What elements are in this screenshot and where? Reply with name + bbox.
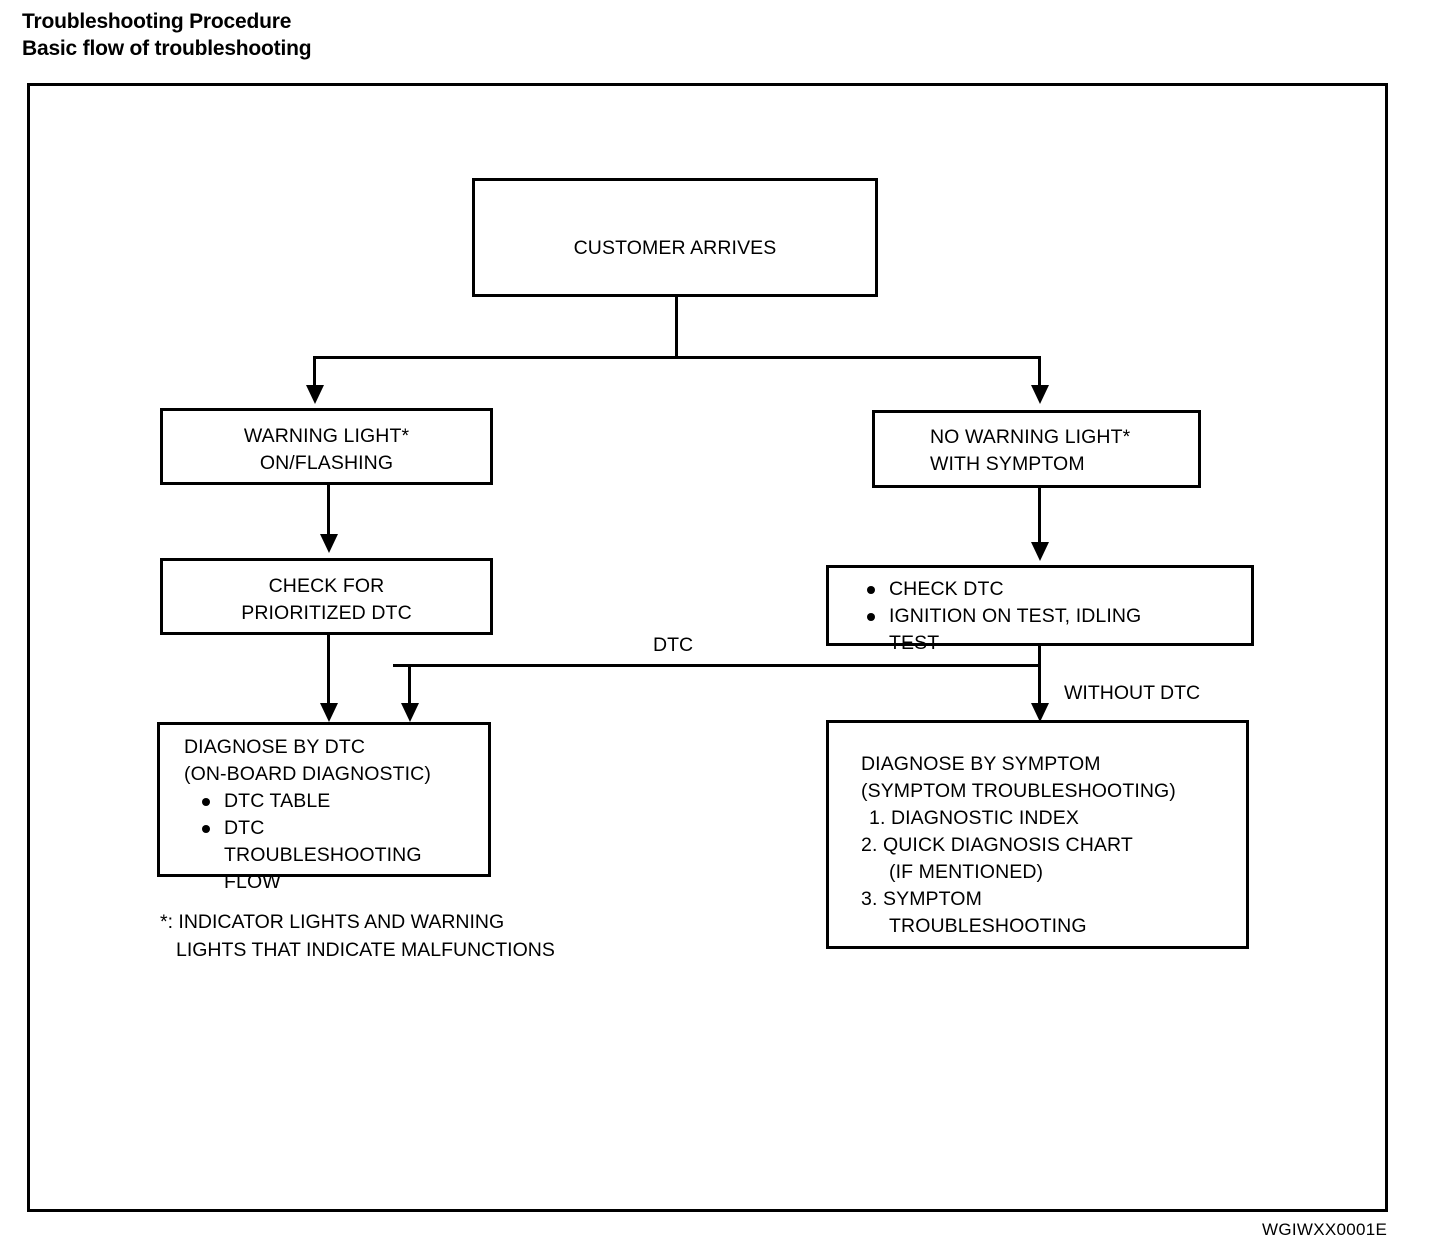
node-diagnose-by-symptom: DIAGNOSE BY SYMPTOM (SYMPTOM TROUBLESHOO…	[826, 720, 1249, 949]
page-title: Troubleshooting Procedure Basic flow of …	[22, 8, 312, 62]
list-item: IGNITION ON TEST, IDLING TEST	[867, 603, 1141, 657]
check-dtc-bullet-2: IGNITION ON TEST, IDLING	[889, 605, 1142, 627]
footnote: *: INDICATOR LIGHTS AND WARNING LIGHTS T…	[160, 908, 555, 964]
diagnose-by-symptom-item-1: 1. DIAGNOSTIC INDEX	[869, 807, 1079, 829]
arrow-to-check-prioritized-dtc	[320, 534, 338, 553]
diagnose-by-symptom-item-3-sub: TROUBLESHOOTING	[889, 915, 1087, 937]
diagnose-by-dtc-continuation-2: FLOW	[224, 871, 281, 893]
footnote-line2: LIGHTS THAT INDICATE MALFUNCTIONS	[176, 939, 555, 961]
connector-bus-to-warning-light	[313, 356, 316, 386]
connector-bus-to-no-warning-light	[1038, 356, 1041, 386]
arrow-to-diagnose-by-dtc-left	[320, 703, 338, 722]
arrow-to-no-warning-light	[1031, 385, 1049, 404]
connector-split-bus	[313, 356, 1041, 359]
part-code: WGIWXX0001E	[1262, 1220, 1388, 1239]
node-customer-arrives-label: CUSTOMER ARRIVES	[573, 237, 777, 259]
connector-checkdtc-down-trunk	[1038, 646, 1041, 715]
check-dtc-bullet-2-continuation: TEST	[889, 632, 940, 654]
check-dtc-bullet-list: CHECK DTC IGNITION ON TEST, IDLING TEST	[867, 576, 1141, 657]
node-check-prioritized-dtc-line1: CHECK FOR	[268, 575, 385, 597]
node-no-warning-light-line1: NO WARNING LIGHT*	[930, 426, 1131, 448]
diagnose-by-dtc-bullet-2: DTC	[224, 817, 265, 839]
connector-customer-to-bus	[675, 296, 678, 358]
bullet-icon	[867, 613, 875, 621]
check-dtc-bullet-1: CHECK DTC	[889, 578, 1004, 600]
diagnose-by-dtc-bullet-list: DTC TABLE DTC TROUBLESHOOTING FLOW	[202, 788, 431, 896]
node-check-prioritized-dtc: CHECK FOR PRIORITIZED DTC	[160, 558, 493, 635]
diagram-frame	[27, 83, 1388, 1212]
node-warning-light-line2: ON/FLASHING	[259, 452, 394, 474]
node-diagnose-by-dtc: DIAGNOSE BY DTC (ON-BOARD DIAGNOSTIC) DT…	[157, 722, 491, 893]
list-item: DTC TABLE	[202, 788, 431, 815]
diagnose-by-dtc-title: DIAGNOSE BY DTC	[184, 736, 366, 758]
connector-nowarning-to-checkdtc	[1038, 488, 1041, 543]
connector-dtc-drop-left	[408, 664, 411, 707]
arrow-to-check-dtc-tests	[1031, 542, 1049, 561]
node-check-prioritized-dtc-line2: PRIORITIZED DTC	[241, 602, 412, 624]
page-title-line1: Troubleshooting Procedure	[22, 10, 292, 33]
node-no-warning-light-line2: WITH SYMPTOM	[930, 453, 1085, 475]
diagnose-by-symptom-subtitle: (SYMPTOM TROUBLESHOOTING)	[861, 780, 1176, 802]
connector-dtc-horizontal	[393, 664, 1041, 667]
connector-checkdtc-to-diagnose	[327, 635, 330, 707]
list-item: DTC TROUBLESHOOTING FLOW	[202, 815, 431, 896]
diagnose-by-symptom-item-3: 3. SYMPTOM	[861, 888, 982, 910]
diagnose-by-dtc-bullet-1: DTC TABLE	[224, 790, 331, 812]
node-warning-light: WARNING LIGHT* ON/FLASHING	[160, 408, 493, 485]
connector-warning-to-check	[327, 485, 330, 535]
node-no-warning-light: NO WARNING LIGHT* WITH SYMPTOM	[872, 410, 1201, 488]
arrow-to-diagnose-by-symptom	[1031, 703, 1049, 722]
node-check-dtc-tests: CHECK DTC IGNITION ON TEST, IDLING TEST	[826, 565, 1254, 654]
bullet-icon	[867, 586, 875, 594]
page-title-line2: Basic flow of troubleshooting	[22, 37, 312, 60]
bullet-icon	[202, 825, 210, 833]
footnote-line1: *: INDICATOR LIGHTS AND WARNING	[160, 911, 505, 933]
arrow-to-diagnose-by-dtc-right	[401, 703, 419, 722]
node-customer-arrives: CUSTOMER ARRIVES	[472, 178, 878, 297]
bullet-icon	[202, 798, 210, 806]
edge-label-without-dtc: WITHOUT DTC	[1064, 682, 1201, 704]
diagnose-by-dtc-continuation-1: TROUBLESHOOTING	[224, 844, 422, 866]
diagnose-by-symptom-title: DIAGNOSE BY SYMPTOM	[861, 753, 1101, 775]
node-warning-light-line1: WARNING LIGHT*	[243, 425, 410, 447]
list-item: CHECK DTC	[867, 576, 1141, 603]
diagnose-by-dtc-subtitle: (ON-BOARD DIAGNOSTIC)	[184, 763, 431, 785]
arrow-to-warning-light	[306, 385, 324, 404]
edge-label-dtc: DTC	[653, 634, 694, 656]
diagnose-by-symptom-item-2: 2. QUICK DIAGNOSIS CHART	[861, 834, 1133, 856]
diagnose-by-symptom-item-2-sub: (IF MENTIONED)	[889, 861, 1044, 883]
